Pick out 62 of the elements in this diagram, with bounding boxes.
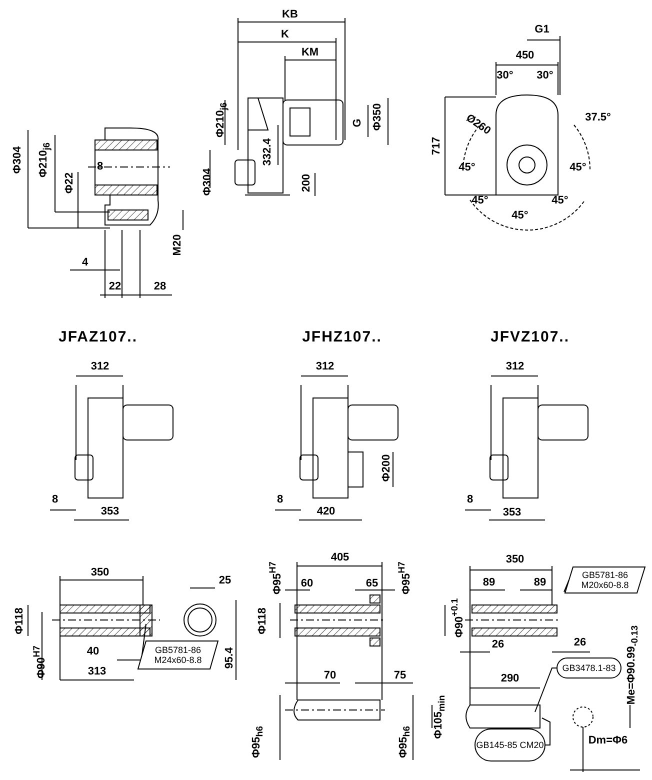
dimension-label: 312	[90, 362, 110, 372]
dimension-label: K	[281, 30, 289, 40]
dimension-label: KM	[301, 48, 319, 58]
dimension-label: 312	[316, 362, 334, 372]
dimension-label: 8	[52, 494, 58, 506]
dimension-label: 89	[534, 578, 546, 588]
dimension-label: 45°	[570, 162, 586, 174]
dimension-label: 353	[100, 506, 120, 518]
dimension-label: 22	[108, 282, 122, 292]
dimension-label: 8	[276, 494, 284, 506]
dimension-label: Φ350	[372, 103, 384, 131]
dimension-label: 89	[482, 578, 496, 588]
dimension-label: KB	[282, 10, 298, 20]
dimension-label: G	[352, 118, 364, 128]
dimension-label: 40	[86, 646, 100, 658]
dimension-label: 45°	[512, 210, 528, 222]
dimension-label: 45°	[552, 196, 568, 206]
view-title: JFVZ107..	[490, 330, 570, 344]
dimension-label: 65	[366, 578, 378, 590]
dimension-label: 60	[300, 578, 314, 590]
dimension-label: 290	[500, 674, 520, 684]
dimension-label: 450	[516, 50, 534, 62]
dimension-label: 25	[218, 576, 232, 586]
dimension-label: G1	[534, 24, 550, 36]
view-title: JFHZ107..	[302, 330, 382, 344]
callout-label: GB5781-86 M24x60-8.8	[138, 641, 218, 669]
dimension-label: Φ118	[14, 608, 26, 634]
dimension-label: 95.4	[224, 647, 236, 669]
callout-label: GB145-85 CM20	[475, 729, 545, 761]
view-title: JFAZ107..	[58, 330, 138, 344]
dimension-label: Φ118	[258, 608, 268, 634]
dimension-label: 26	[574, 638, 586, 648]
dimension-label: 332.4	[262, 138, 274, 166]
callout-label: GB3478.1-83	[557, 658, 621, 678]
dimension-label: 28	[154, 282, 166, 292]
dimension-label: 353	[502, 508, 522, 518]
dimension-label: 405	[330, 552, 350, 564]
dimension-label: 8	[96, 162, 104, 172]
dimension-label: M20	[172, 234, 184, 256]
dimension-label: 200	[302, 174, 312, 192]
dimension-label: 8	[466, 494, 474, 506]
dimension-label: Φ22	[64, 172, 76, 194]
dimension-label: 420	[316, 506, 336, 518]
leader-line	[534, 668, 558, 712]
dimension-label: Φ200	[382, 454, 392, 482]
dimension-label: 45°	[472, 196, 488, 206]
callout-label: GB5781-86 M20x60-8.8	[565, 567, 645, 593]
dimension-label: 30°	[496, 70, 514, 82]
dimension-label: Φ304	[12, 146, 24, 174]
dimension-label: 70	[324, 670, 336, 682]
dimension-label: 30°	[536, 70, 554, 82]
dimension-label: 717	[432, 136, 442, 156]
dimension-label: 312	[506, 362, 524, 372]
dimension-label: 313	[88, 666, 106, 678]
dimension-label: 350	[90, 568, 110, 578]
dimension-label: 4	[82, 258, 88, 268]
leader-line	[542, 718, 550, 746]
dimension-label: 26	[492, 640, 504, 650]
dimension-label: 75	[394, 670, 406, 682]
dimension-label: Dm=Φ6	[588, 736, 628, 746]
dimension-label: 350	[506, 554, 524, 566]
dimension-label: 37.5°	[585, 112, 611, 124]
